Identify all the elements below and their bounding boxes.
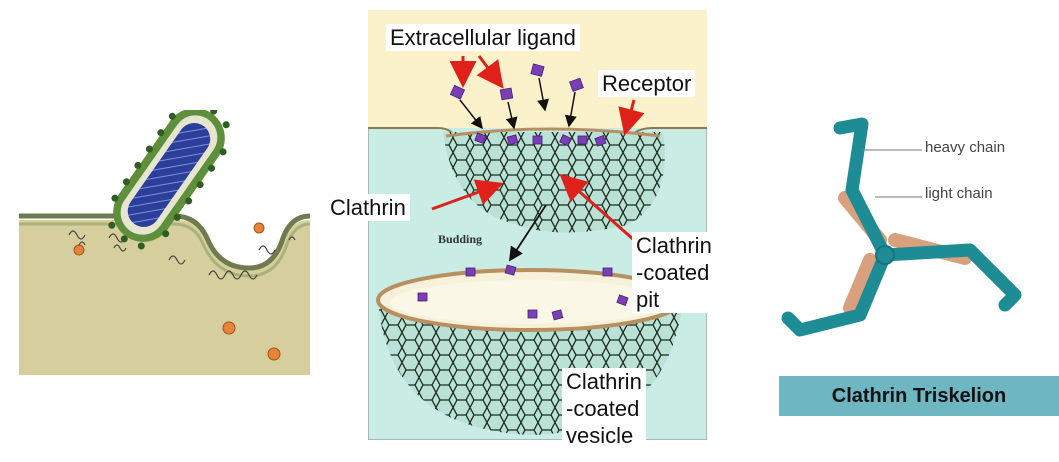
arrow-clathrin bbox=[431, 179, 504, 211]
small-vesicles bbox=[73, 222, 281, 361]
clathrin-coated-vesicle-label: Clathrin -coated vesicle bbox=[562, 368, 646, 449]
heavy-chain-shape bbox=[781, 117, 1022, 337]
heavy-chain-label: heavy chain bbox=[925, 139, 1006, 156]
clathrin-label: Clathrin bbox=[326, 194, 410, 221]
arrow-receptor bbox=[618, 99, 645, 136]
clathrin-coated-pit-label: Clathrin -coated pit bbox=[632, 232, 716, 313]
budding-arrow bbox=[509, 204, 547, 262]
ligand-binding-arrows bbox=[459, 77, 577, 130]
triskelion-illustration bbox=[781, 117, 1022, 337]
chain-leader-lines bbox=[862, 149, 922, 198]
triskelion-title: Clathrin Triskelion bbox=[831, 384, 1007, 407]
budding-text: Budding bbox=[438, 232, 483, 246]
light-chain-label: light chain bbox=[925, 185, 993, 202]
virus-particle bbox=[108, 110, 230, 250]
bound-ligands bbox=[474, 132, 607, 147]
plasma-membrane bbox=[19, 213, 310, 271]
free-ligands bbox=[449, 63, 584, 101]
vesicle-ligands bbox=[417, 264, 658, 321]
triskelion-title-box: Clathrin Triskelion bbox=[779, 376, 1059, 416]
arrow-ligand-2 bbox=[476, 55, 504, 89]
virus-entry-illustration bbox=[19, 110, 310, 375]
cell-interior bbox=[19, 220, 310, 375]
receptor-label: Receptor bbox=[598, 70, 696, 97]
arrow-clathrin-pit bbox=[559, 174, 635, 242]
coat-proteins bbox=[68, 230, 296, 280]
clathrin-coated-pit bbox=[443, 132, 665, 233]
extracellular-ligand-label: Extracellular ligand bbox=[386, 24, 580, 51]
